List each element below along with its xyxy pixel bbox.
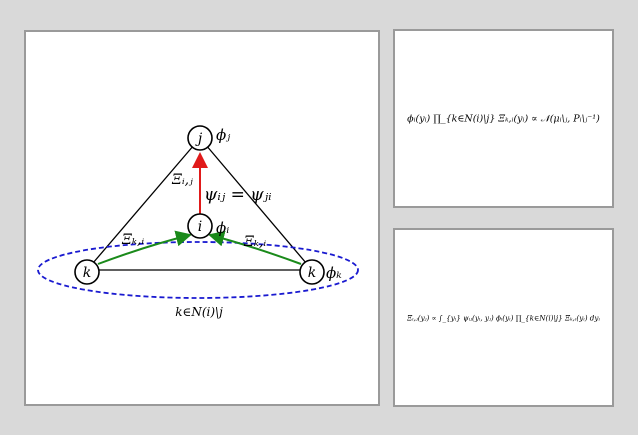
phi-i-label: ϕᵢ (216, 219, 229, 237)
message-equation: Ξᵢ,ⱼ(yⱼ) ∝ ∫_{yᵢ} ψᵢⱼ(yᵢ, yⱼ) ϕᵢ(yᵢ) ∏_{… (407, 313, 600, 322)
product-equation: ϕᵢ(yᵢ) ∏_{k∈N(i)\j} Ξₖ,ᵢ(yᵢ) ∝ 𝒩(μᵢ\ⱼ, P… (407, 113, 600, 124)
node-i: i (187, 213, 213, 239)
xi-ij-label: Ξᵢ,ⱼ (171, 172, 193, 188)
xi-ki-right-label: Ξₖ,ᵢ (243, 234, 266, 250)
node-k-right: k (299, 259, 325, 285)
node-i-label: i (198, 219, 202, 235)
node-k-left-label: k (83, 265, 91, 281)
psi-label: ψᵢⱼ = ψⱼᵢ (204, 185, 272, 205)
node-k-left: k (74, 259, 100, 285)
message-kleft-to-i (97, 230, 192, 265)
neighborhood-ellipse (37, 241, 359, 299)
neighborhood-set-label: k∈N(i)\j (175, 305, 223, 319)
node-j-label: j (195, 131, 203, 147)
graph-diagram-panel: j i k k ϕⱼ ϕᵢ ϕₖ Ξᵢ,ⱼ ψᵢⱼ = ψⱼᵢ Ξₖ,ᵢ Ξₖ,… (24, 30, 380, 406)
equation-panel-top: ϕᵢ(yᵢ) ∏_{k∈N(i)\j} Ξₖ,ᵢ(yᵢ) ∝ 𝒩(μᵢ\ⱼ, P… (393, 29, 614, 208)
phi-j-label: ϕⱼ (216, 126, 230, 144)
equation-panel-bottom: Ξᵢ,ⱼ(yⱼ) ∝ ∫_{yᵢ} ψᵢⱼ(yᵢ, yⱼ) ϕᵢ(yᵢ) ∏_{… (393, 228, 614, 407)
xi-ki-left-label: Ξₖ,ᵢ (121, 232, 144, 248)
node-j: j (187, 125, 213, 151)
phi-k-label: ϕₖ (326, 264, 342, 282)
node-k-right-label: k (308, 265, 316, 281)
message-kright-to-i (208, 230, 302, 265)
edge-j-kleft (86, 137, 201, 271)
factor-graph: j i k k ϕⱼ ϕᵢ ϕₖ Ξᵢ,ⱼ ψᵢⱼ = ψⱼᵢ Ξₖ,ᵢ Ξₖ,… (37, 125, 359, 319)
